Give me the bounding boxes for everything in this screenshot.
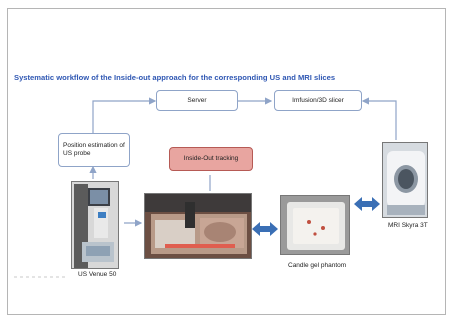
diagram-title: Systematic workflow of the Inside-out ap…: [14, 73, 336, 82]
tracking-setup-image: [145, 194, 251, 258]
us-caption: US Venue 50: [78, 271, 117, 278]
us-machine-photo: [71, 181, 119, 269]
inside-out-tracking-box: Inside-Out tracking: [169, 147, 253, 171]
mri-caption: MRI Skyra 3T: [388, 222, 428, 229]
us-machine-image: [72, 182, 118, 268]
position-estimation-box: Position estimation of US probe: [58, 133, 130, 167]
phantom-image: [281, 196, 349, 254]
fusion-box: Imfusion/3D slicer: [274, 90, 362, 111]
slide: Systematic workflow of the Inside-out ap…: [7, 8, 446, 315]
double-arrow-phantom-mri: [354, 197, 380, 211]
arrow-position-to-server: [92, 97, 157, 137]
mri-photo: [382, 142, 428, 218]
tracking-setup-photo: [144, 193, 252, 259]
mri-image: [383, 143, 427, 217]
phantom-photo: [280, 195, 350, 255]
connector-layer: [14, 97, 397, 278]
arrow-mri-to-fusion: [361, 97, 397, 140]
phantom-caption: Candle gel phantom: [288, 262, 347, 269]
server-box: Server: [156, 90, 238, 111]
double-arrow-tracking-phantom: [252, 222, 278, 236]
